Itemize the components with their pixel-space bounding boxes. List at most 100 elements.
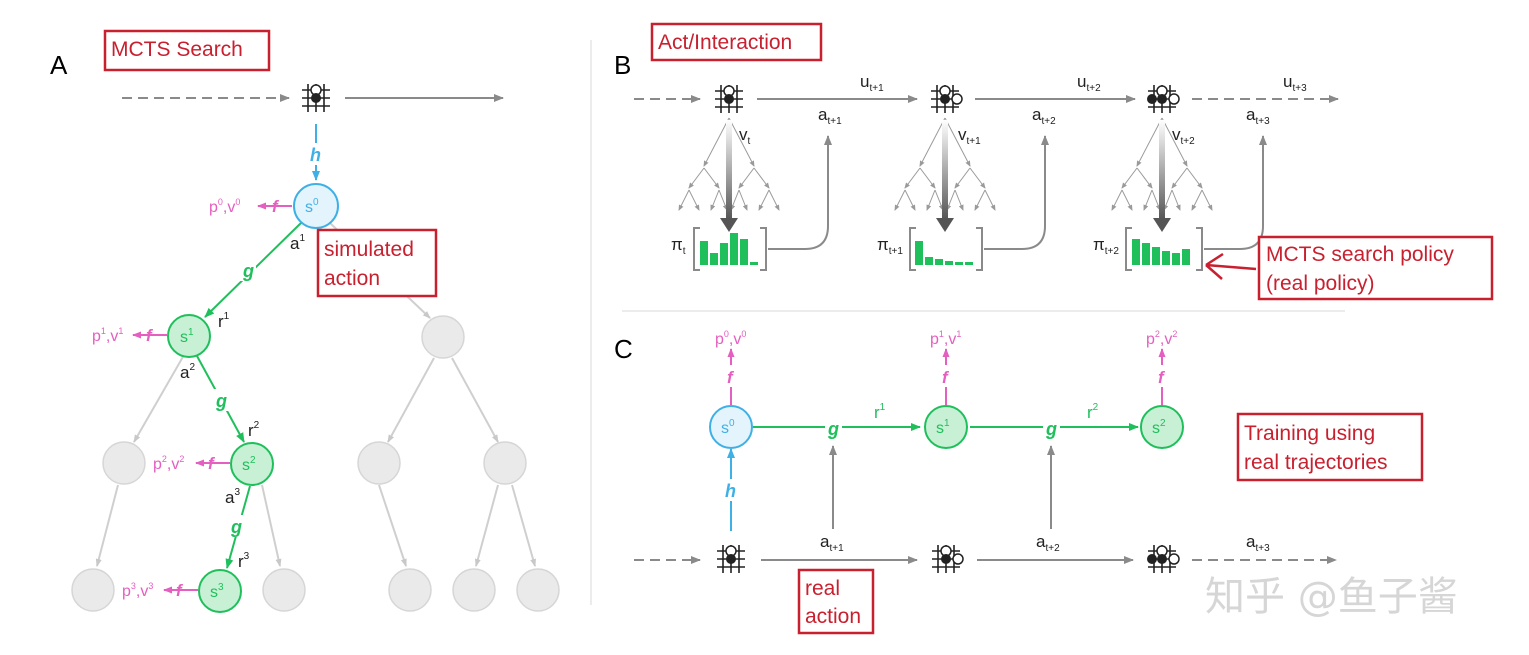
b-a1-label: at+1 bbox=[818, 105, 842, 127]
b-v1-label: vt+1 bbox=[958, 125, 981, 147]
c-node-s0 bbox=[709, 405, 753, 449]
svg-text:s2: s2 bbox=[242, 455, 256, 474]
a-reward-r1: r1 bbox=[218, 311, 230, 331]
gray-node bbox=[262, 568, 306, 612]
c-r1-label: r1 bbox=[874, 402, 886, 422]
c-node-s1 bbox=[924, 405, 968, 449]
mcts-policy-box bbox=[1257, 235, 1494, 301]
c-pv1-label: p1,v1 bbox=[930, 329, 961, 348]
policy-bar bbox=[915, 241, 923, 265]
watermark: 知乎 @鱼子酱 bbox=[1205, 574, 1458, 620]
mcts-search-box bbox=[103, 29, 271, 72]
policy-bar bbox=[1132, 239, 1140, 265]
svg-text:f: f bbox=[208, 454, 216, 473]
svg-text:s0: s0 bbox=[305, 197, 319, 216]
c-a2-label: at+2 bbox=[1036, 532, 1060, 554]
a-gray-nodes bbox=[71, 315, 560, 612]
a-node-s2 bbox=[230, 442, 274, 486]
a-node-s0 bbox=[293, 183, 339, 229]
go-board-icon bbox=[299, 81, 333, 115]
b-u2-label: ut+2 bbox=[1077, 72, 1101, 94]
policy-histogram-t2 bbox=[1132, 239, 1190, 265]
a-gray-tree bbox=[95, 222, 536, 567]
search-tree-icon bbox=[678, 117, 780, 211]
svg-text:Training using: Training using bbox=[1244, 422, 1375, 445]
svg-text:s0: s0 bbox=[721, 418, 735, 437]
go-board-icon bbox=[714, 542, 748, 576]
svg-text:s3: s3 bbox=[210, 582, 224, 601]
policy-bar bbox=[740, 239, 748, 265]
mcts-search-label: MCTS Search bbox=[111, 38, 243, 61]
b-a3-label: at+3 bbox=[1246, 105, 1270, 127]
a-pv2-label: p2,v2 bbox=[153, 454, 184, 473]
svg-text:MCTS search policy: MCTS search policy bbox=[1266, 243, 1454, 266]
policy-bar bbox=[1172, 253, 1180, 265]
policy-bar bbox=[700, 241, 708, 265]
svg-text:s2: s2 bbox=[1152, 418, 1166, 437]
c-g-label-1: g bbox=[827, 419, 839, 439]
policy-bar bbox=[925, 257, 933, 265]
gray-node bbox=[71, 568, 115, 612]
panel-label-c: C bbox=[614, 334, 633, 364]
simulated-action-box bbox=[316, 228, 438, 298]
a-node-s3 bbox=[198, 569, 242, 613]
svg-text:real: real bbox=[805, 577, 840, 600]
gray-node bbox=[357, 441, 401, 485]
c-h-label: h bbox=[725, 481, 736, 501]
a-action-a3: a3 bbox=[225, 487, 240, 507]
red-pointer-arrow bbox=[1205, 252, 1257, 280]
svg-text:s1: s1 bbox=[180, 327, 194, 346]
b-u3-label: ut+3 bbox=[1283, 72, 1307, 94]
gray-node bbox=[421, 315, 465, 359]
c-a3-label: at+3 bbox=[1246, 532, 1270, 554]
a-g-label-2: g bbox=[215, 391, 227, 411]
policy-bar bbox=[965, 262, 973, 265]
a-pv3-label: p3,v3 bbox=[122, 581, 153, 600]
go-board-icon bbox=[928, 82, 963, 116]
gray-node bbox=[452, 568, 496, 612]
c-a1-label: at+1 bbox=[820, 532, 844, 554]
gray-node bbox=[516, 568, 560, 612]
a-pv0-label: p0,v0 bbox=[209, 197, 240, 216]
b-v2-label: vt+2 bbox=[1172, 125, 1195, 147]
c-pv2-label: p2,v2 bbox=[1146, 329, 1177, 348]
panel-label-b: B bbox=[614, 50, 631, 80]
svg-text:f: f bbox=[727, 368, 735, 387]
svg-text:real trajectories: real trajectories bbox=[1244, 451, 1388, 474]
svg-text:s1: s1 bbox=[936, 418, 950, 437]
policy-bar bbox=[750, 262, 758, 265]
act-interaction-box bbox=[650, 22, 823, 62]
gray-node bbox=[483, 441, 527, 485]
c-node-s2 bbox=[1140, 405, 1184, 449]
policy-bar bbox=[955, 262, 963, 265]
policy-bar bbox=[1152, 247, 1160, 265]
policy-bar bbox=[1162, 251, 1170, 265]
b-a2-label: at+2 bbox=[1032, 105, 1056, 127]
svg-text:f: f bbox=[146, 326, 154, 345]
policy-bar bbox=[710, 253, 718, 265]
policy-bar bbox=[720, 243, 728, 265]
b-brackets bbox=[693, 227, 1203, 271]
c-r2-label: r2 bbox=[1087, 402, 1099, 422]
b-pi2-label: πt+2 bbox=[1093, 235, 1119, 257]
svg-text:Act/Interaction: Act/Interaction bbox=[658, 31, 792, 54]
panel-label-a: A bbox=[50, 50, 68, 80]
go-board-icon bbox=[712, 82, 746, 116]
gray-node bbox=[388, 568, 432, 612]
policy-histogram-t bbox=[700, 233, 758, 265]
a-pv1-label: p1,v1 bbox=[92, 326, 123, 345]
a-node-s1 bbox=[167, 314, 211, 358]
a-h-label: h bbox=[310, 145, 321, 165]
a-g-label-1: g bbox=[242, 261, 254, 281]
b-pi0-label: πt bbox=[671, 235, 686, 257]
real-action-box bbox=[797, 568, 875, 635]
svg-text:action: action bbox=[324, 267, 380, 290]
svg-text:f: f bbox=[942, 368, 950, 387]
go-board-icon bbox=[1145, 542, 1180, 576]
svg-text:(real policy): (real policy) bbox=[1266, 272, 1375, 295]
svg-text:action: action bbox=[805, 605, 861, 628]
gray-node bbox=[102, 441, 146, 485]
go-board-icon bbox=[929, 542, 964, 576]
b-u1-label: ut+1 bbox=[860, 72, 884, 94]
policy-bar bbox=[1142, 243, 1150, 265]
